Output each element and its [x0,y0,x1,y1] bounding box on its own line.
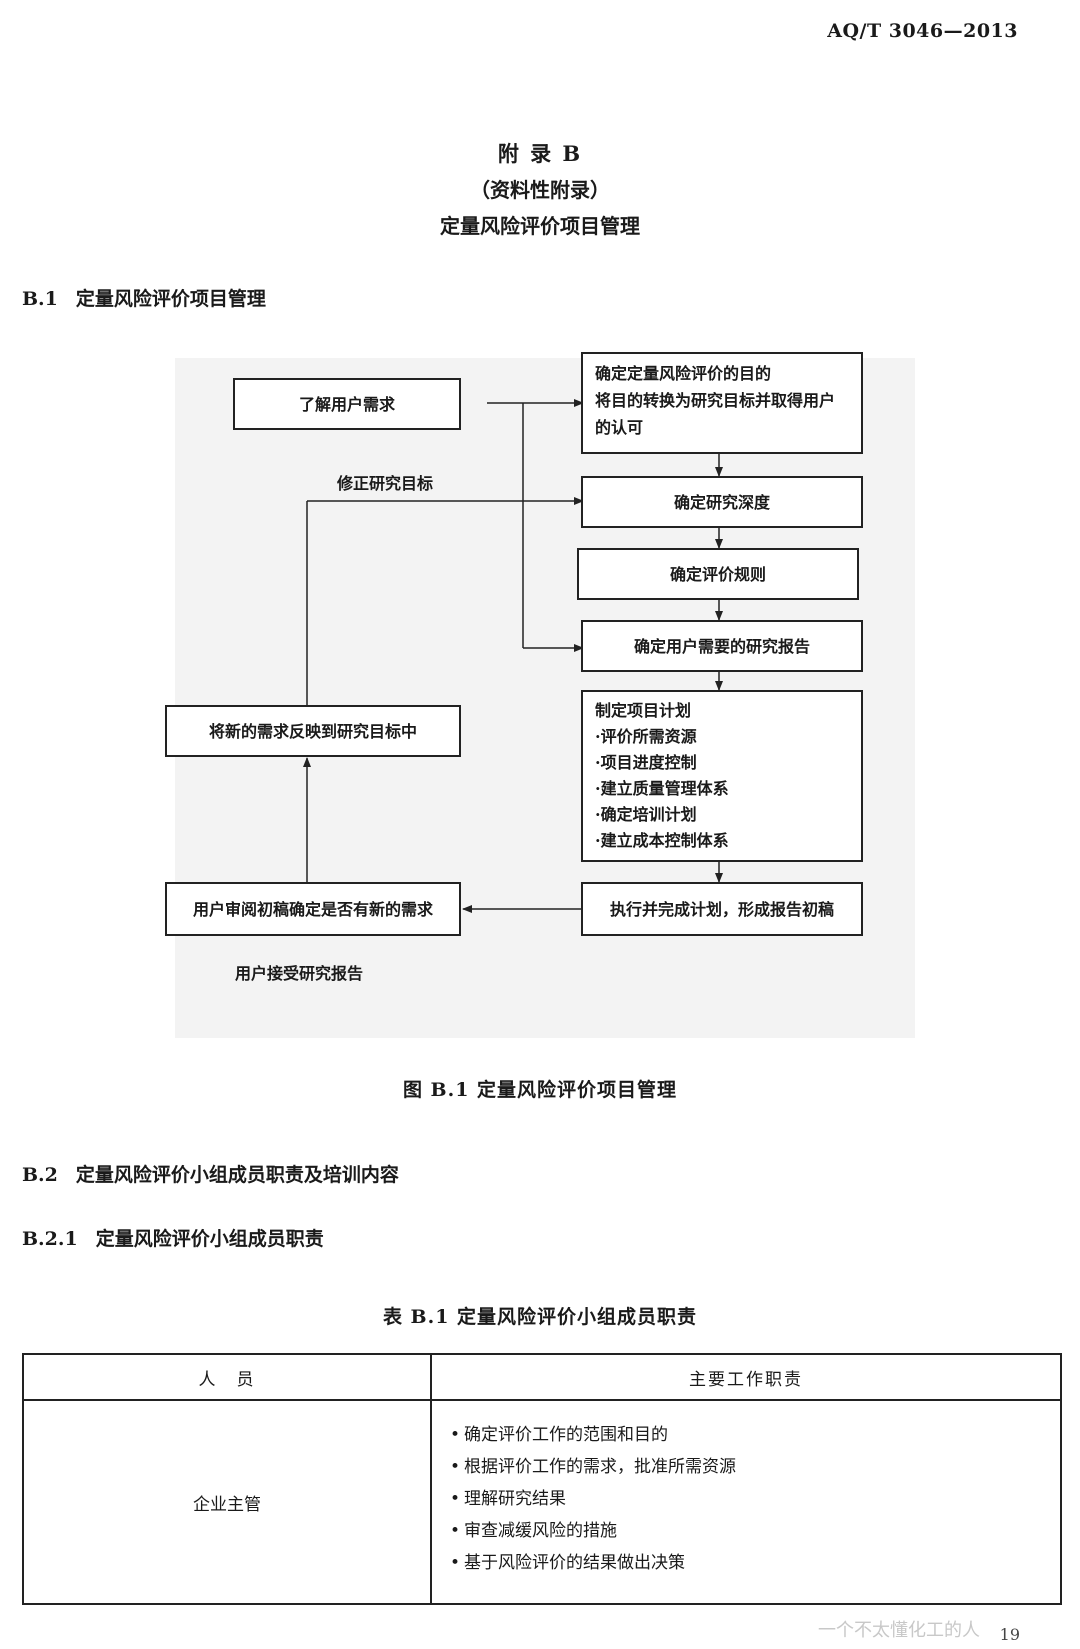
section-b1-heading: B.1 定量风险评价项目管理 [22,284,266,311]
box-define-purpose: 确定定量风险评价的目的 将目的转换为研究目标并取得用户 的认可 [581,352,863,454]
table-row: 企业主管 •确定评价工作的范围和目的 •根据评价工作的需求，批准所需资源 •理解… [22,1399,1062,1605]
box-user-review: 用户审阅初稿确定是否有新的需求 [165,882,461,936]
flowchart-connectors [303,399,723,913]
box-research-report: 确定用户需要的研究报告 [581,620,863,672]
section-number: B.1 [22,288,58,310]
section-title: 定量风险评价小组成员职责及培训内容 [75,1164,399,1186]
table-header-row: 人 员 主要工作职责 [22,1353,1062,1401]
box-line: 的认可 [595,418,644,437]
duty-text: 根据评价工作的需求，批准所需资源 [464,1457,736,1477]
label-user-accepts-report: 用户接受研究报告 [235,964,364,983]
appendix-title: 附 录 B [497,141,583,166]
cell-duties: •确定评价工作的范围和目的 •根据评价工作的需求，批准所需资源 •理解研究结果 … [430,1399,1062,1605]
plan-line: 制定项目计划 [595,701,692,720]
box-research-depth: 确定研究深度 [581,476,863,528]
standard-number: AQ/T 3046—2013 [827,20,1018,42]
bullet-icon: • [450,1457,461,1477]
box-line: 确定定量风险评价的目的 [595,364,772,383]
section-title: 定量风险评价小组成员职责 [95,1228,324,1250]
plan-line: ·项目进度控制 [595,753,697,772]
appendix-name: 定量风险评价项目管理 [440,214,640,238]
box-understand-user-needs: 了解用户需求 [233,378,461,430]
table-caption: 表 B.1 定量风险评价小组成员职责 [382,1306,698,1328]
bullet-icon: • [450,1489,461,1509]
cell-person: 企业主管 [22,1399,432,1605]
box-project-plan: 制定项目计划 ·评价所需资源 ·项目进度控制 ·建立质量管理体系 ·确定培训计划… [581,690,863,862]
duty-text: 理解研究结果 [464,1489,566,1509]
box-evaluation-rules: 确定评价规则 [577,548,859,600]
section-number: B.2 [22,1164,58,1186]
box-reflect-new-needs: 将新的需求反映到研究目标中 [165,705,461,757]
duty-item: •基于风险评价的结果做出决策 [450,1547,1060,1579]
plan-line: ·建立质量管理体系 [595,779,729,798]
plan-line: ·确定培训计划 [595,805,697,824]
bullet-icon: • [450,1521,461,1541]
duties-table: 人 员 主要工作职责 企业主管 •确定评价工作的范围和目的 •根据评价工作的需求… [22,1353,1062,1605]
figure-caption: 图 B.1 定量风险评价项目管理 [402,1079,678,1101]
bullet-icon: • [450,1553,461,1573]
duty-item: •根据评价工作的需求，批准所需资源 [450,1451,1060,1483]
section-b2-heading: B.2 定量风险评价小组成员职责及培训内容 [22,1160,399,1187]
section-title: 定量风险评价项目管理 [75,288,266,310]
duty-text: 审查减缓风险的措施 [464,1521,617,1541]
plan-line: ·评价所需资源 [595,727,697,746]
page-number: 19 [999,1625,1020,1644]
box-line: 将目的转换为研究目标并取得用户 [595,391,836,410]
column-header-personnel: 人 员 [22,1353,432,1401]
box-execute-plan: 执行并完成计划，形成报告初稿 [581,882,863,936]
section-b21-heading: B.2.1 定量风险评价小组成员职责 [22,1224,324,1251]
section-number: B.2.1 [22,1228,78,1250]
label-revise-objective: 修正研究目标 [337,474,434,493]
watermark: 一个不太懂化工的人 [818,1620,980,1641]
duty-item: •审查减缓风险的措施 [450,1515,1060,1547]
duty-text: 确定评价工作的范围和目的 [464,1425,668,1445]
duty-item: •理解研究结果 [450,1483,1060,1515]
duty-item: •确定评价工作的范围和目的 [450,1419,1060,1451]
plan-line: ·建立成本控制体系 [595,831,729,850]
flowchart: 了解用户需求 确定定量风险评价的目的 将目的转换为研究目标并取得用户 的认可 确… [165,352,915,1038]
duty-text: 基于风险评价的结果做出决策 [464,1553,685,1573]
appendix-subtitle: （资料性附录） [470,178,610,202]
bullet-icon: • [450,1425,461,1445]
column-header-duties: 主要工作职责 [430,1353,1062,1401]
